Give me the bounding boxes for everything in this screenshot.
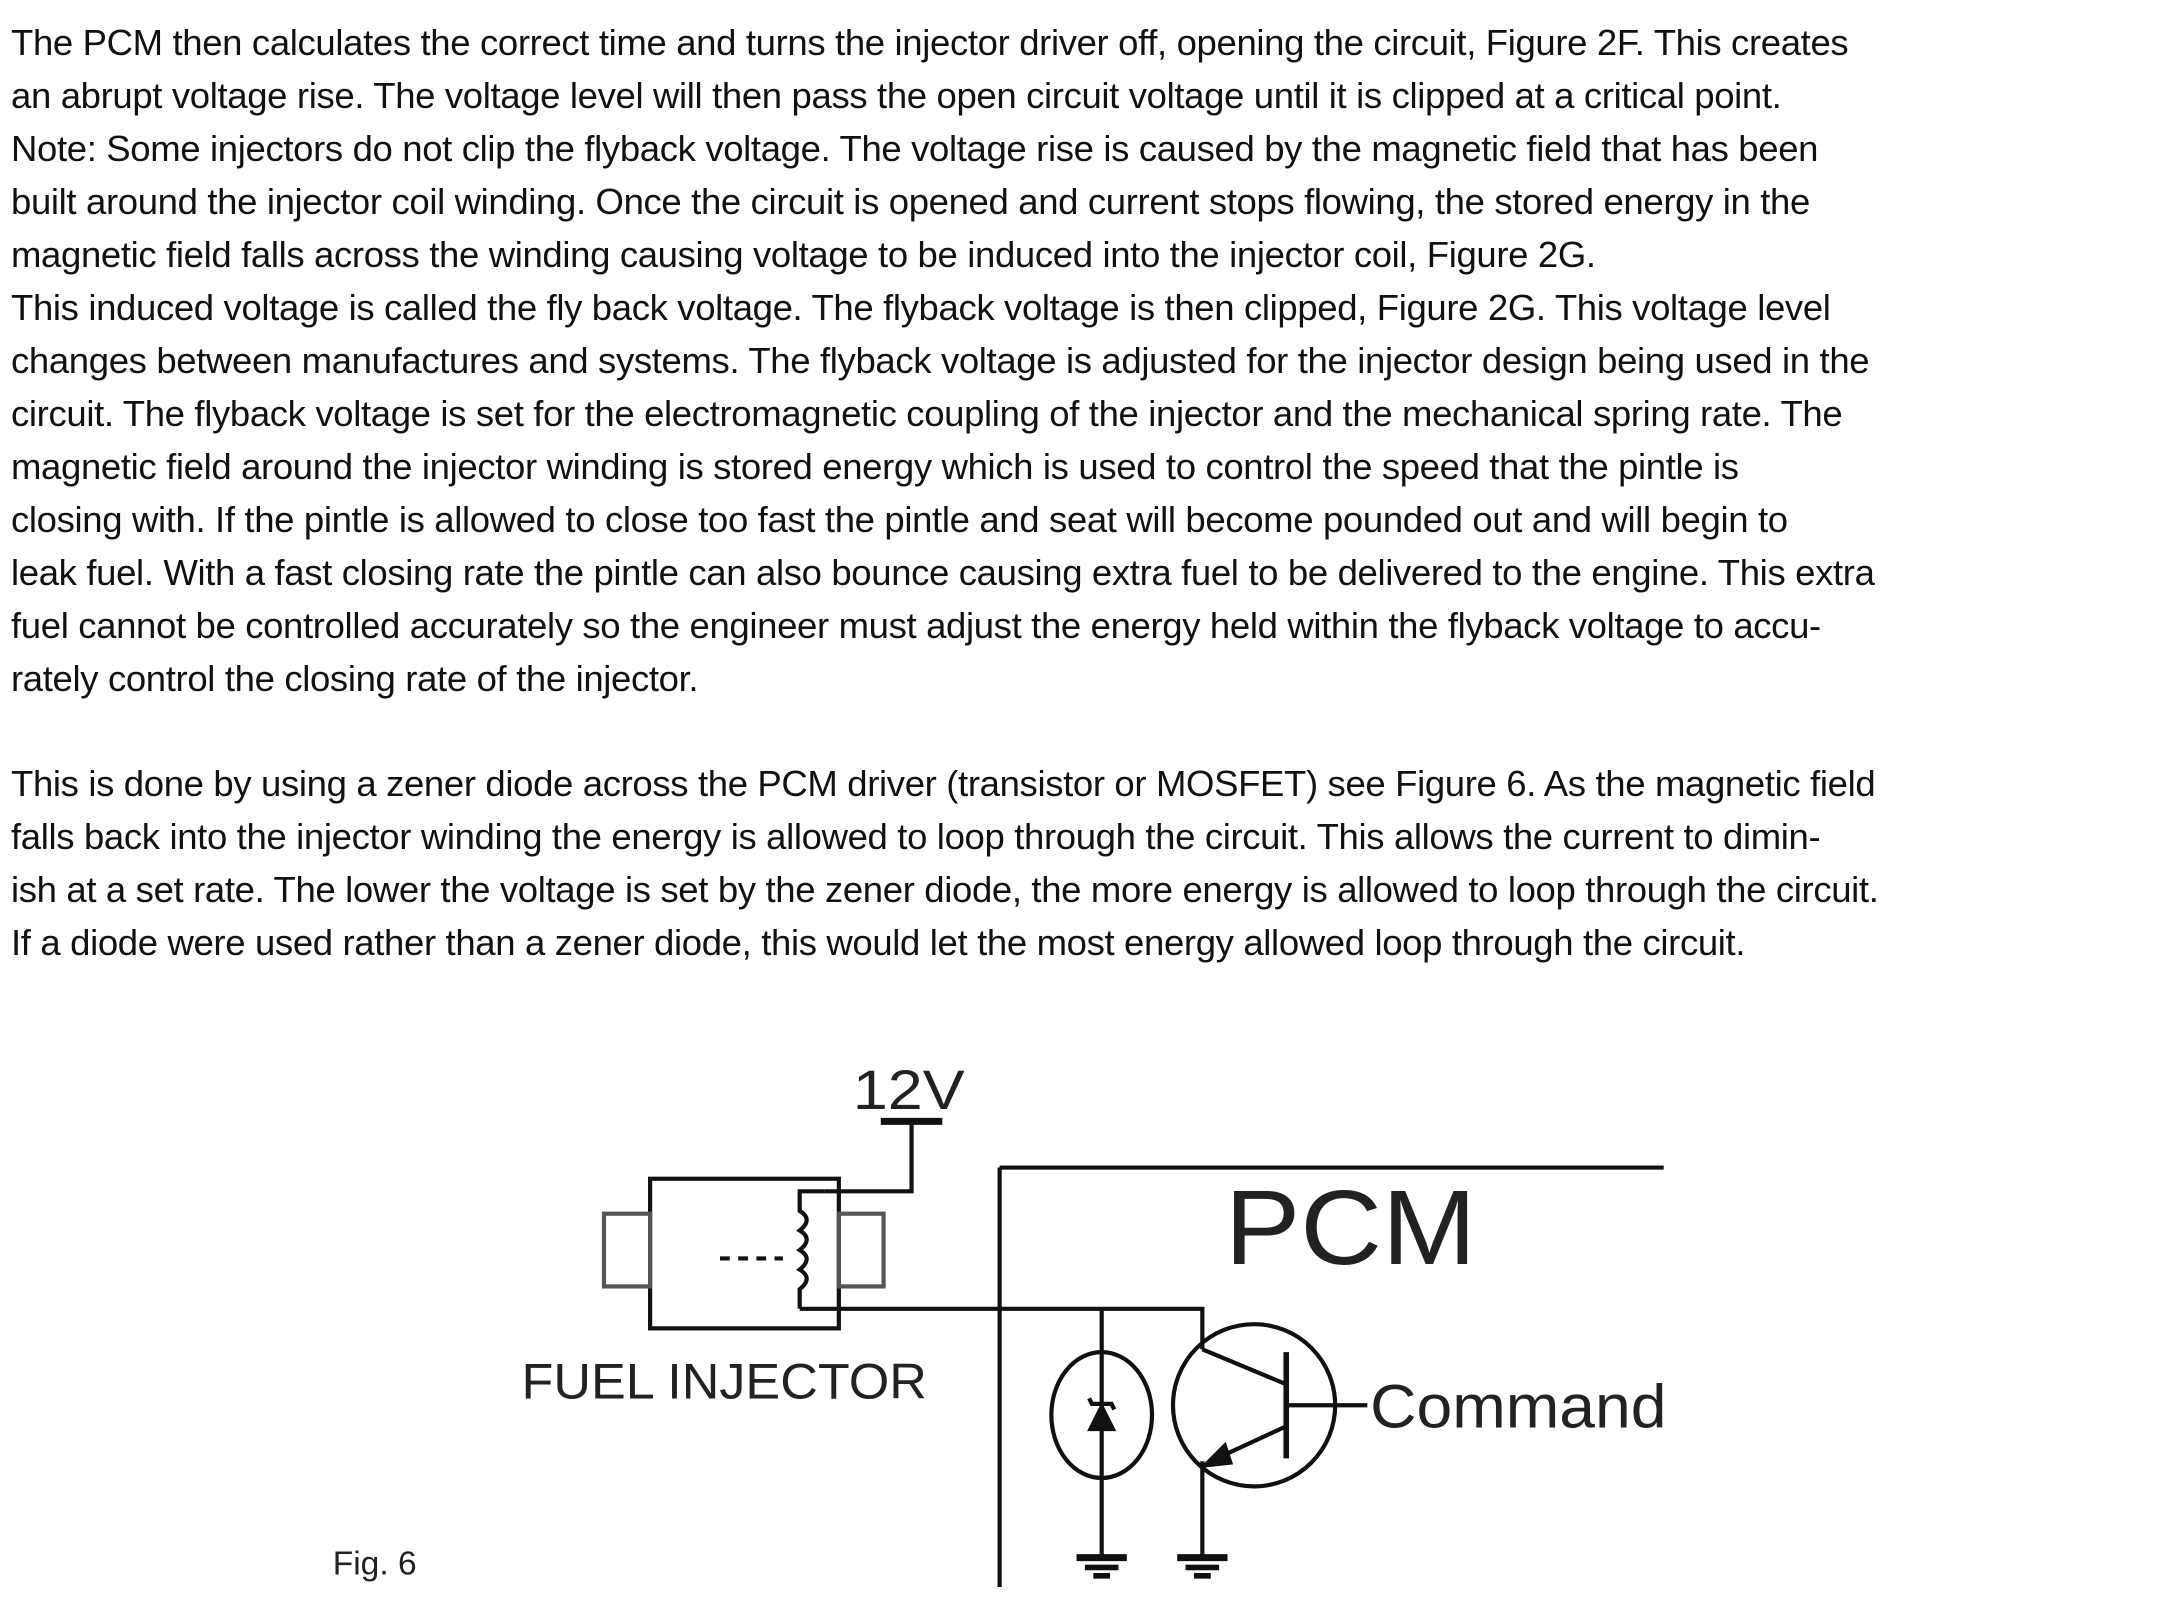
injector-body [648,1176,841,1331]
text-line: magnetic field falls across the winding … [11,234,1596,275]
paragraph-zener-diode: This is done by using a zener diode acro… [11,757,1879,969]
text-line: This is done by using a zener diode acro… [11,763,1876,804]
text-line: changes between manufactures and systems… [11,340,1870,381]
text-line: The PCM then calculates the correct time… [11,22,1849,63]
ground-icon [1076,1554,1127,1579]
text-line: This induced voltage is called the fly b… [11,287,1831,328]
figure-caption: Fig. 6 [333,1545,417,1582]
text-line: built around the injector coil winding. … [11,181,1810,222]
text-line: closing with. If the pintle is allowed t… [11,499,1788,540]
text-line: magnetic field around the injector windi… [11,446,1739,487]
text-line: rately control the closing rate of the i… [11,658,699,699]
text-line: Note: Some injectors do not clip the fly… [11,128,1819,169]
emitter-arrow [1199,1441,1234,1469]
supply-label: 12V [853,1058,966,1121]
pcm-label: PCM [1225,1168,1477,1287]
injector-right-tab [836,1211,886,1289]
paragraph-flyback-voltage: The PCM then calculates the correct time… [11,16,1875,705]
injector-label: FUEL INJECTOR [521,1352,926,1409]
text-line: leak fuel. With a fast closing rate the … [11,552,1875,593]
ground-icon [1177,1554,1228,1579]
text-line: falls back into the injector winding the… [11,816,1821,857]
command-label: Command [1370,1373,1666,1442]
text-line: circuit. The flyback voltage is set for … [11,393,1843,434]
text-line: ish at a set rate. The lower the voltage… [11,869,1879,910]
text-line: fuel cannot be controlled accurately so … [11,605,1821,646]
supply-wire [824,1121,914,1194]
zener-diode-circle [1049,1350,1155,1481]
text-line: an abrupt voltage rise. The voltage leve… [11,75,1782,116]
text-line: If a diode were used rather than a zener… [11,922,1746,963]
injector-wire [799,1306,1205,1350]
injector-coil [796,1189,825,1309]
zener-diode-icon [1087,1401,1117,1432]
transistor-collector [1201,1347,1288,1387]
injector-left-tab [601,1211,653,1289]
zener-bar [1087,1397,1117,1411]
